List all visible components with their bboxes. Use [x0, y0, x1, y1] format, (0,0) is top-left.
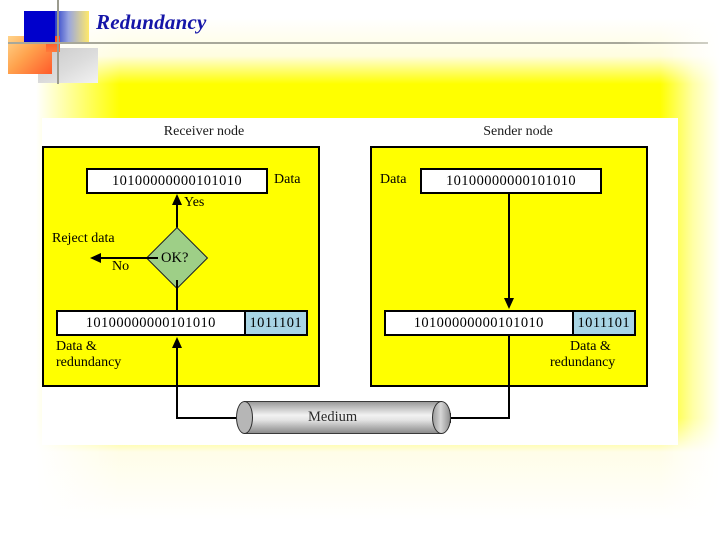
decoration-blue-gradient — [55, 11, 89, 42]
receiver-inbound-line-vertical — [176, 346, 178, 418]
receiver-data-box: 10100000000101010 — [86, 168, 268, 194]
receiver-frame-redundancy: 1011101 — [243, 312, 306, 334]
sender-data-box: 10100000000101010 — [420, 168, 602, 194]
redundancy-diagram: Receiver node 10100000000101010 Data Yes… — [42, 118, 678, 445]
medium-cylinder-body — [244, 401, 442, 434]
receiver-frame-caption-line1: Data & — [56, 339, 97, 354]
receiver-node-caption: Receiver node — [163, 124, 245, 139]
sender-outbound-line-horizontal — [448, 417, 510, 419]
receiver-reject-label: Reject data — [52, 231, 115, 246]
sender-flow-line — [508, 194, 510, 300]
receiver-no-label: No — [112, 259, 130, 274]
receiver-inbound-line-horizontal — [176, 417, 244, 419]
sender-frame-caption-line2: redundancy — [550, 355, 616, 370]
receiver-check-line — [176, 280, 178, 310]
receiver-decision-label: OK? — [161, 250, 189, 266]
receiver-frame-box: 10100000000101010 1011101 — [56, 310, 308, 336]
receiver-inbound-arrowhead — [172, 337, 182, 348]
receiver-yes-line — [176, 200, 178, 236]
sender-data-label: Data — [380, 172, 407, 187]
receiver-yes-label: Yes — [184, 195, 205, 210]
sender-frame-caption-line1: Data & — [570, 339, 611, 354]
receiver-no-line — [98, 257, 158, 259]
sender-flow-arrowhead — [504, 298, 514, 309]
receiver-data-label: Data — [274, 172, 301, 187]
sender-outbound-line-vertical — [508, 336, 510, 418]
receiver-no-arrowhead — [90, 253, 101, 263]
sender-frame-box: 10100000000101010 1011101 — [384, 310, 636, 336]
decoration-horizontal-rule — [8, 42, 708, 44]
sender-node-caption: Sender node — [483, 124, 553, 139]
decoration-blue-square — [24, 11, 55, 42]
receiver-frame-data: 10100000000101010 — [85, 314, 216, 331]
page-title: Redundancy — [96, 10, 207, 34]
receiver-yes-arrowhead — [172, 194, 182, 205]
sender-frame-data: 10100000000101010 — [413, 314, 544, 331]
medium-cylinder-right-cap — [432, 401, 451, 434]
medium-cylinder-left-cap — [236, 401, 253, 434]
receiver-frame-caption-line2: redundancy — [56, 355, 122, 370]
sender-frame-redundancy: 1011101 — [571, 312, 634, 334]
medium-label: Medium — [308, 409, 358, 425]
